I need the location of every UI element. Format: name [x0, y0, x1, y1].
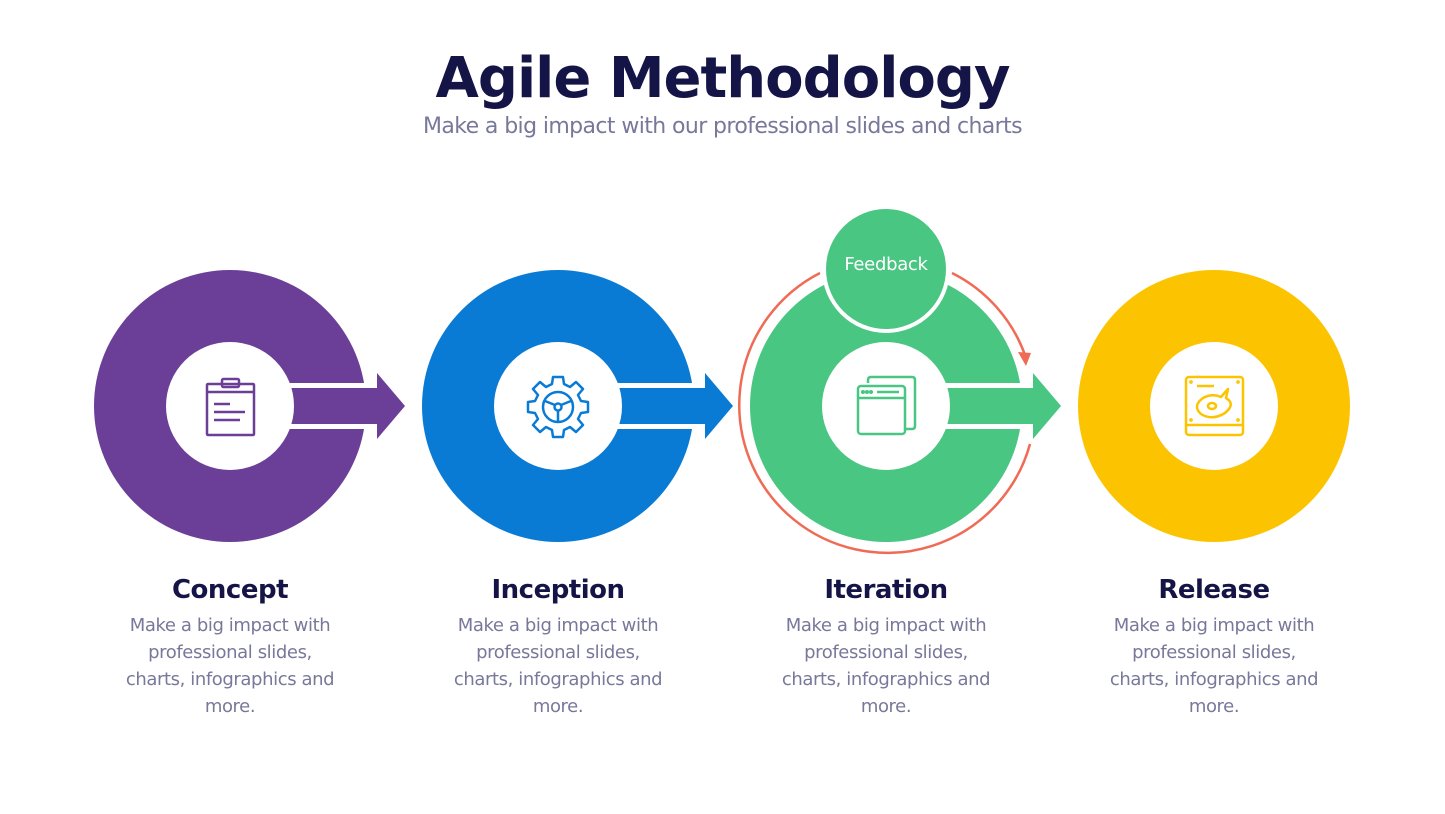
browser-windows-icon — [856, 375, 917, 436]
step-inception-graphic — [422, 270, 733, 542]
step-title: Inception — [491, 575, 625, 605]
step-description: Make a big impact with professional slid… — [453, 615, 663, 717]
hard-drive-icon — [1184, 375, 1245, 437]
step-release: Release Make a big impact with professio… — [1064, 572, 1364, 720]
feedback-label: Feedback — [844, 254, 928, 275]
step-concept-graphic — [94, 270, 405, 542]
clipboard-icon — [205, 377, 256, 437]
step-title: Concept — [171, 575, 289, 605]
step-iteration: Iteration Make a big impact with profess… — [736, 572, 1036, 720]
step-description: Make a big impact with professional slid… — [781, 615, 991, 717]
gear-steering-icon — [526, 375, 590, 439]
feedback-bubble — [826, 209, 946, 329]
step-release-graphic — [1078, 270, 1350, 542]
step-iteration-graphic — [750, 205, 1061, 542]
step-description: Make a big impact with professional slid… — [1109, 615, 1319, 717]
page-subtitle: Make a big impact with our professional … — [422, 114, 1023, 139]
page-title: Agile Methodology — [435, 46, 1011, 111]
step-title: Release — [1158, 575, 1270, 605]
feedback-loop-arrow — [738, 271, 1032, 555]
step-inception: Inception Make a big impact with profess… — [408, 572, 708, 720]
step-description: Make a big impact with professional slid… — [125, 615, 335, 717]
step-title: Iteration — [824, 575, 948, 605]
step-concept: Concept Make a big impact with professio… — [80, 572, 380, 720]
